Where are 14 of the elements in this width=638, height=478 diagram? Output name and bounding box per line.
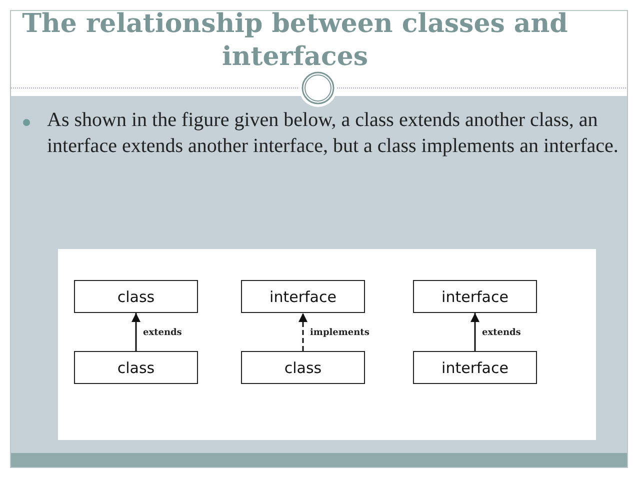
class-box: class bbox=[74, 351, 198, 384]
edge-label: implements bbox=[310, 328, 370, 338]
bullet-text: As shown in the figure given below, a class extends another class, an interface extends another interface, but a class implements an interface. bbox=[47, 108, 620, 159]
class-box: class bbox=[74, 280, 198, 313]
dashed-arrow bbox=[298, 313, 308, 351]
class-box: interface bbox=[413, 280, 537, 313]
edge-label: extends bbox=[482, 328, 521, 338]
class-box: interface bbox=[413, 351, 537, 384]
arrow bbox=[470, 313, 480, 351]
edge-label: extends bbox=[143, 328, 182, 338]
class-box: class bbox=[241, 351, 365, 384]
arrow bbox=[132, 313, 140, 351]
class-box: interface bbox=[241, 280, 365, 313]
slide-title: The relationship between classes and interfaces bbox=[21, 8, 569, 74]
